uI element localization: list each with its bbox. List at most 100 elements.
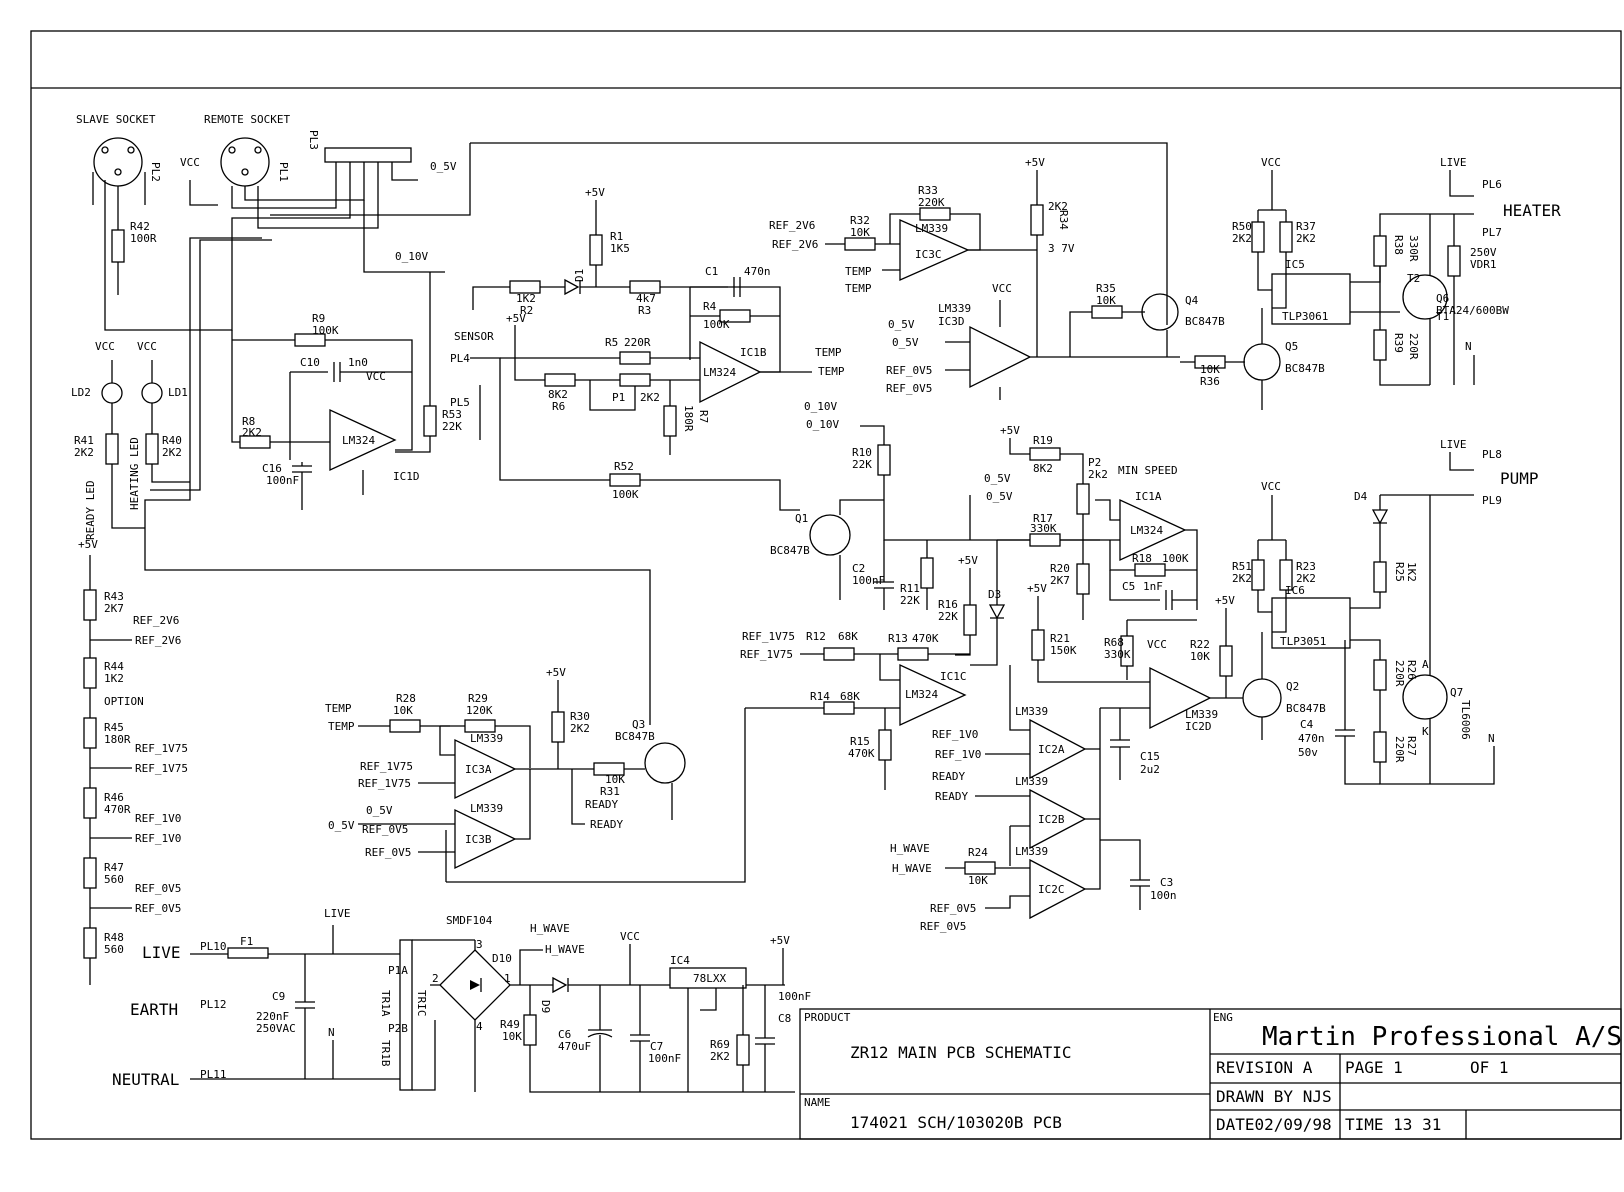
r68-value: 330K <box>1104 648 1131 661</box>
q4-transistor <box>1141 293 1179 331</box>
r10-value: 22K <box>852 458 872 471</box>
ic5-label: IC5 <box>1285 258 1305 271</box>
h-wave-ps-net: H_WAVE <box>530 922 570 935</box>
r41-ref: R41 <box>74 434 94 447</box>
q7-triac <box>1402 674 1448 720</box>
ref-0v5-net: REF_0V5 <box>135 882 181 895</box>
v0-5-ic3d-port: 0_5V <box>892 336 919 349</box>
ic3a-comparator <box>454 738 517 800</box>
q7-cathode: K <box>1422 725 1429 738</box>
title-block: PRODUCT ZR12 MAIN PCB SCHEMATIC NAME 174… <box>799 1008 1622 1140</box>
vcc-ic5: VCC <box>1261 156 1281 169</box>
vdr1-ref: VDR1 <box>1470 258 1497 271</box>
c7-value: 100nF <box>648 1052 681 1065</box>
r29-value: 120K <box>466 704 493 717</box>
v37-label: 3 7V <box>1048 242 1075 255</box>
r17-ref: R17 <box>1033 512 1053 525</box>
ic4-regulator <box>669 967 747 989</box>
c9-voltage: 250VAC <box>256 1022 296 1035</box>
ref-2v6-ic3c-net: REF_2V6 <box>769 219 815 232</box>
c10-ref: C10 <box>300 356 320 369</box>
ref-2v6-ic3c-port: REF_2V6 <box>772 238 818 251</box>
r40-value: 2K2 <box>162 446 182 459</box>
ic6-optocoupler <box>1271 597 1351 649</box>
r35-ref: R35 <box>1096 282 1116 295</box>
net-0-5v-top: 0_5V <box>430 160 457 173</box>
r43-ref: R43 <box>104 590 124 603</box>
r49-ref: R49 <box>500 1018 520 1031</box>
q3-ref: Q3 <box>632 718 645 731</box>
socket-section: SLAVE SOCKET REMOTE SOCKET PL2 PL1 PL3 R… <box>76 113 1168 725</box>
ref-2v6-port: REF_2V6 <box>135 634 181 647</box>
c10-value: 1n0 <box>348 356 368 369</box>
q5-transistor <box>1243 343 1281 381</box>
r34-ref: R34 <box>1057 210 1070 230</box>
name-label: NAME <box>804 1096 831 1109</box>
r42-resistor <box>111 229 125 263</box>
p5v-r19: +5V <box>1000 424 1020 437</box>
ld2-led <box>101 382 123 404</box>
r27-value: 220R <box>1393 736 1406 763</box>
d9-diode <box>552 976 568 994</box>
vcc-ld2: VCC <box>95 340 115 353</box>
neutral-input: NEUTRAL <box>112 1070 179 1089</box>
ref-1v75-ic1c-net: REF_1V75 <box>742 630 795 643</box>
ld1-led <box>141 382 163 404</box>
q1-transistor <box>809 514 851 556</box>
r21-value: 150K <box>1050 644 1077 657</box>
min-speed-label: MIN SPEED <box>1118 464 1178 477</box>
v0-5v-ic3b-port: 0_5V <box>328 819 355 832</box>
c8-ref: C8 <box>778 1012 791 1025</box>
r49-value: 10K <box>502 1030 522 1043</box>
d10-label: D10 <box>492 952 512 965</box>
ic1d-opamp <box>329 408 397 472</box>
r52-value: 100K <box>612 488 639 501</box>
p5v-r34: +5V <box>1025 156 1045 169</box>
q3-type: BC847B <box>615 730 655 743</box>
p2-value: 2k2 <box>1088 468 1108 481</box>
p5v-r21: +5V <box>1027 582 1047 595</box>
r5-value: 220R <box>624 336 651 349</box>
eng-label: ENG <box>1213 1011 1233 1024</box>
r19-ref: R19 <box>1033 434 1053 447</box>
ic6-label: IC6 <box>1285 584 1305 597</box>
ref-1v0-ic2a-net: REF_1V0 <box>932 728 978 741</box>
r46-ref: R46 <box>104 791 124 804</box>
live-heater: LIVE <box>1440 156 1467 169</box>
r38-ref: R38 <box>1392 235 1405 255</box>
c3-value: 100n <box>1150 889 1177 902</box>
ic3d-comparator <box>969 325 1032 389</box>
triac-t2 <box>1402 274 1448 320</box>
ic2b-comparator <box>1029 788 1087 850</box>
temp-out-net: TEMP <box>815 346 842 359</box>
pl10-label: PL10 <box>200 940 227 953</box>
net-0-10v-top: 0_10V <box>395 250 428 263</box>
ic1b-type: LM324 <box>703 366 736 379</box>
r51-ref: R51 <box>1232 560 1252 573</box>
drawn-by: DRAWN BY NJS <box>1216 1087 1332 1106</box>
r44-value: 1K2 <box>104 672 124 685</box>
r18-value: 100K <box>1162 552 1189 565</box>
ready-detector: TEMP TEMP R28 10K R29 120K LM339 IC3A RE… <box>325 666 686 882</box>
tr1b-label: TR1B <box>379 1040 392 1067</box>
reference-divider: +5V R43 2K7 R44 1K2 OPTION R45 180R R46 … <box>78 538 188 985</box>
c8-value: 100nF <box>778 990 811 1003</box>
r30-ref: R30 <box>570 710 590 723</box>
c15-ref: C15 <box>1140 750 1160 763</box>
ld2-label: LD2 <box>71 386 91 399</box>
ref-1v75-net: REF_1V75 <box>135 742 188 755</box>
ic2b-type: LM339 <box>1015 775 1048 788</box>
company-name: Martin Professional A/S <box>1262 1022 1622 1052</box>
r37-ref: R37 <box>1296 220 1316 233</box>
ref-0v5-ic2c-port: REF_0V5 <box>930 902 976 915</box>
q7-ref: Q7 <box>1450 686 1463 699</box>
heater-output: VCC R50 2K2 R37 2K2 IC5 TLP3061 R38 330R… <box>1232 156 1561 386</box>
ref-1v75-ic3a-net: REF_1V75 <box>360 760 413 773</box>
c9-ref: C9 <box>272 990 285 1003</box>
slave-socket <box>93 137 143 187</box>
ic1d-type: LM324 <box>342 434 375 447</box>
c1-value: 470n <box>744 265 771 278</box>
ic3d-label: IC3D <box>938 315 965 328</box>
r29-ref: R29 <box>468 692 488 705</box>
r34-value: 2K2 <box>1048 200 1068 213</box>
